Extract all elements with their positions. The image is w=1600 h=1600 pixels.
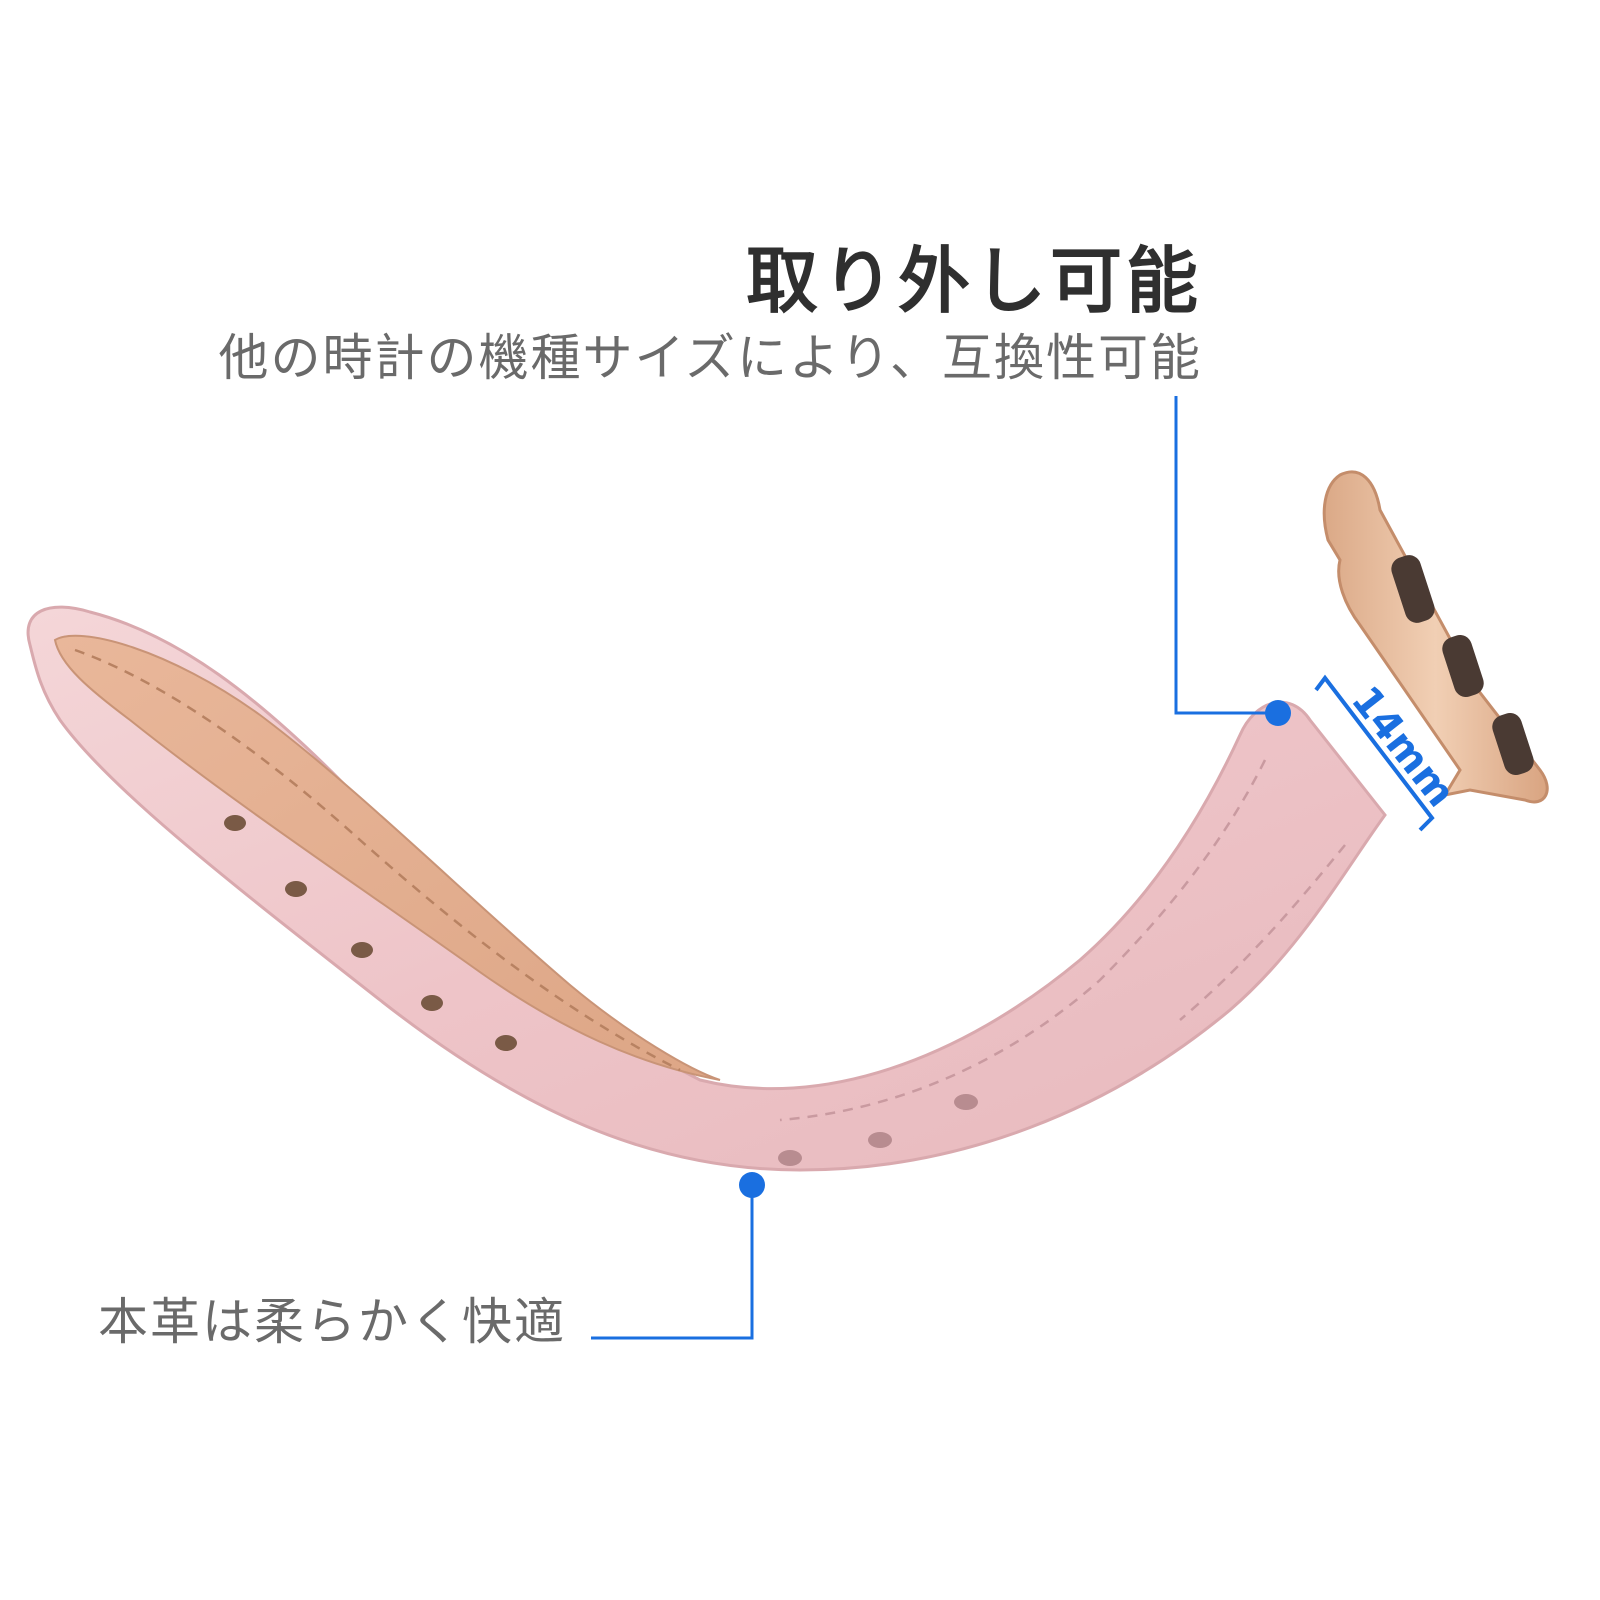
feature-subtitle: 他の時計の機種サイズにより、互換性可能: [218, 329, 1202, 387]
strap-stitching-inner: [74, 648, 681, 1072]
band-connector: [1322, 470, 1549, 804]
feature-title: 取り外し可能: [745, 239, 1202, 323]
callout-line-top: [1174, 396, 1278, 715]
strap-stitching-outer: [779, 759, 1267, 1122]
callout-line-bottom: [591, 1185, 754, 1340]
leather-callout: 本革は柔らかく快適: [98, 1293, 566, 1351]
callout-dot-top: [1265, 700, 1291, 726]
strap-underside: [53, 634, 721, 1081]
strap-holes-pink: [778, 1094, 978, 1166]
callout-dot-bottom: [739, 1172, 765, 1198]
strap-stitching-edge: [1179, 844, 1346, 1021]
dimension-bracket: [1314, 674, 1435, 832]
strap-holes: [224, 815, 517, 1051]
